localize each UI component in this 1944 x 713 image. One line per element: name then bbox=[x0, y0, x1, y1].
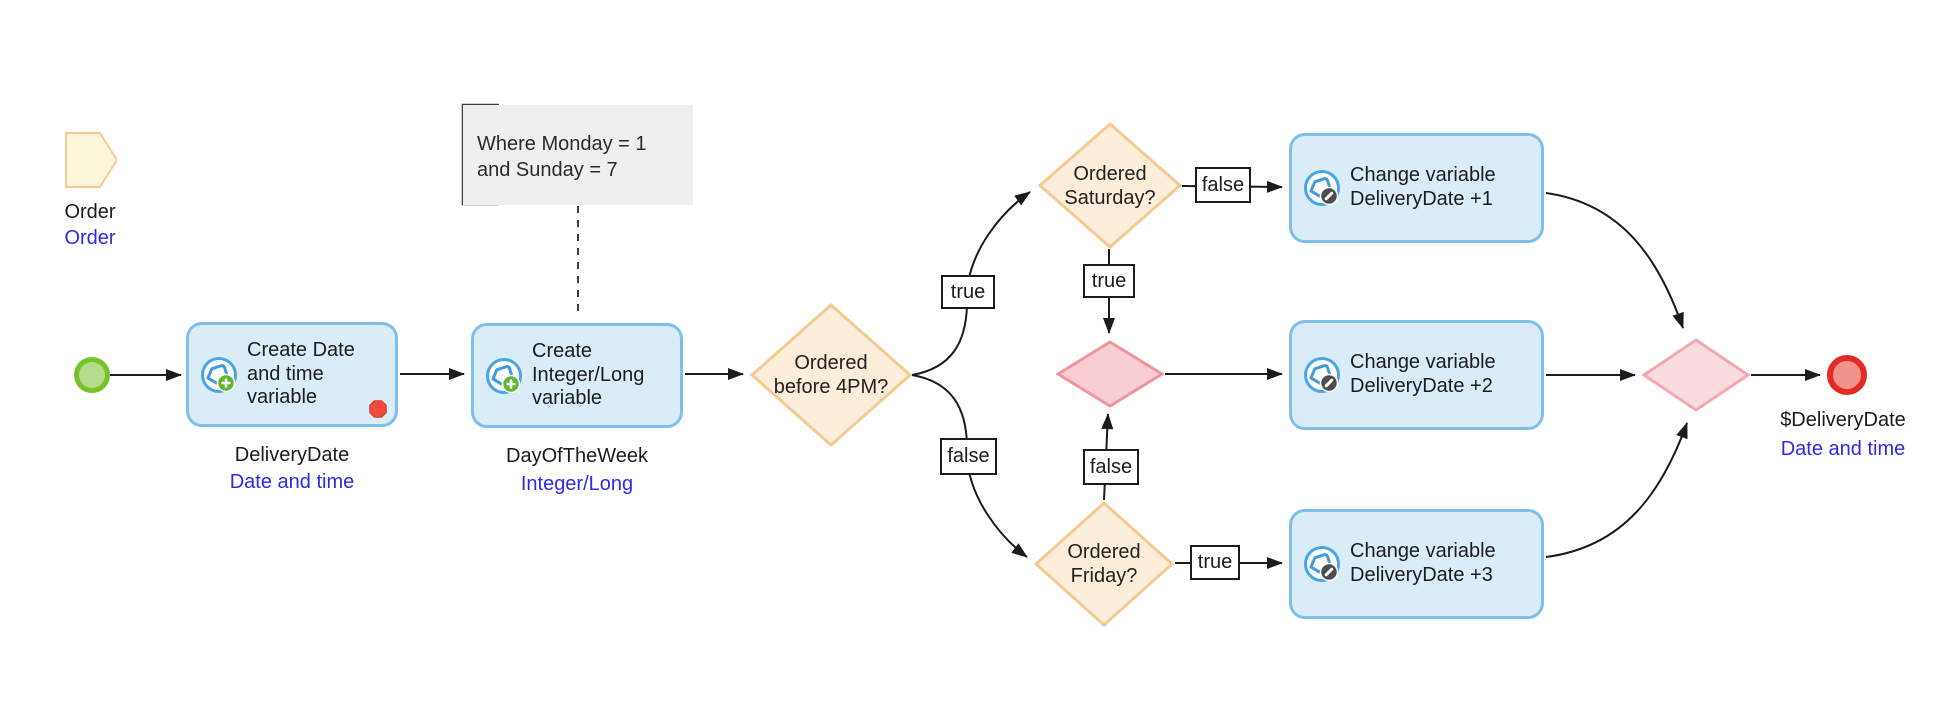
annotation-line-2: and Sunday = 7 bbox=[477, 159, 618, 181]
task-change-variable-plus3[interactable]: Change variable DeliveryDate +3 bbox=[1289, 509, 1544, 619]
edge-label-friday-false[interactable]: false bbox=[1083, 449, 1139, 485]
edge-label-before4pm-false[interactable]: false bbox=[940, 438, 997, 475]
merge-diamond bbox=[1642, 338, 1750, 412]
end-variable-type: Date and time bbox=[1780, 438, 1906, 460]
breakpoint-icon bbox=[369, 400, 387, 418]
task-label: Create Date and time variable bbox=[247, 339, 355, 409]
edge-label-saturday-true[interactable]: true bbox=[1083, 264, 1135, 298]
gateway-ordered-saturday[interactable]: Ordered Saturday? bbox=[1038, 122, 1182, 249]
gateway-ordered-before-4pm[interactable]: Ordered before 4PM? bbox=[750, 303, 912, 447]
variable-type-label: Integer/Long bbox=[520, 473, 634, 495]
task-label: Change variable DeliveryDate +1 bbox=[1350, 164, 1496, 210]
gateway-label: Ordered Friday? bbox=[1067, 541, 1141, 587]
pentagon-icon bbox=[65, 132, 119, 188]
task-create-integer-variable[interactable]: Create Integer/Long variable bbox=[471, 323, 683, 428]
decision-diamond bbox=[1038, 122, 1182, 249]
gateway-ordered-friday[interactable]: Ordered Friday? bbox=[1034, 501, 1174, 627]
task-label: Create Integer/Long variable bbox=[532, 340, 645, 410]
gateway-merge-final[interactable] bbox=[1642, 338, 1750, 412]
change-variable-icon bbox=[1304, 170, 1340, 206]
gateway-merge-middle[interactable] bbox=[1056, 340, 1164, 408]
task-label: Change variable DeliveryDate +3 bbox=[1350, 540, 1496, 586]
merge-diamond bbox=[1056, 340, 1164, 408]
decision-diamond bbox=[750, 303, 912, 447]
edge-label-saturday-false[interactable]: false bbox=[1195, 167, 1251, 203]
start-event[interactable] bbox=[74, 357, 110, 393]
edge-plus3-to-final-merge[interactable] bbox=[1545, 422, 1688, 558]
order-shape-type: Order bbox=[64, 227, 116, 249]
edge-label-before4pm-true[interactable]: true bbox=[941, 275, 995, 309]
annotation-note[interactable]: Where Monday = 1 and Sunday = 7 bbox=[463, 105, 693, 205]
end-variable-name: $DeliveryDate bbox=[1780, 409, 1906, 431]
decision-diamond bbox=[1034, 501, 1174, 627]
create-variable-icon bbox=[486, 357, 522, 394]
task-change-variable-plus2[interactable]: Change variable DeliveryDate +2 bbox=[1289, 320, 1544, 430]
change-variable-icon bbox=[1304, 546, 1340, 582]
gateway-label: Ordered before 4PM? bbox=[773, 352, 889, 398]
edge-plus1-to-final-merge[interactable] bbox=[1545, 192, 1684, 329]
edge-label-friday-true[interactable]: true bbox=[1190, 545, 1240, 580]
change-variable-icon bbox=[1304, 357, 1340, 393]
annotation-line-1: Where Monday = 1 bbox=[477, 133, 647, 155]
create-variable-icon bbox=[201, 356, 237, 393]
task-label: Change variable DeliveryDate +2 bbox=[1350, 351, 1496, 397]
variable-name-label: DeliveryDate bbox=[234, 444, 350, 466]
order-trigger-shape[interactable] bbox=[65, 132, 119, 188]
task-change-variable-plus1[interactable]: Change variable DeliveryDate +1 bbox=[1289, 133, 1544, 243]
gateway-label: Ordered Saturday? bbox=[1064, 162, 1156, 209]
variable-type-label: Date and time bbox=[229, 471, 355, 493]
variable-name-label: DayOfTheWeek bbox=[506, 445, 648, 467]
task-create-date-variable[interactable]: Create Date and time variable bbox=[186, 322, 398, 427]
order-shape-name: Order bbox=[64, 201, 116, 223]
end-event[interactable] bbox=[1827, 355, 1867, 395]
